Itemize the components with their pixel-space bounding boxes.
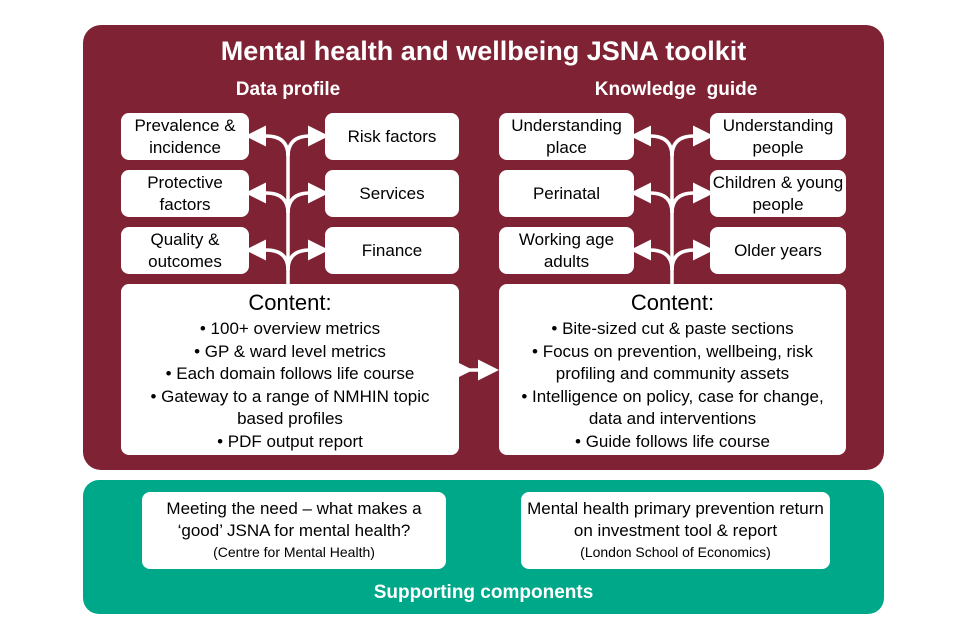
branch-arrow xyxy=(245,182,290,214)
branch-arrow xyxy=(245,239,290,271)
branch-arrow xyxy=(286,239,329,271)
box-working-age: Working age adults xyxy=(499,227,634,274)
supporting-item-text: Mental health primary prevention return … xyxy=(527,499,824,540)
box-understanding-people: Understanding people xyxy=(710,113,846,160)
content-title: Content: xyxy=(630,290,715,315)
supporting-item-text: Meeting the need – what makes a ‘good’ J… xyxy=(166,499,422,540)
box-understanding-place: Understanding place xyxy=(499,113,634,160)
branch-arrow xyxy=(630,239,674,271)
supporting-item-source: (London School of Economics) xyxy=(580,544,771,560)
box-perinatal: Perinatal xyxy=(499,170,634,217)
content-item: • GP & ward level metrics xyxy=(194,341,386,361)
box-risk-factors: Risk factors xyxy=(325,113,459,160)
content-item: • Guide follows life course xyxy=(575,431,770,451)
box-protective-factors: Protective factors xyxy=(121,170,249,217)
box-prevalence: Prevalence & incidence xyxy=(121,113,249,160)
diagram-title: Mental health and wellbeing JSNA toolkit xyxy=(220,36,747,66)
branch-arrow xyxy=(245,125,290,157)
content-item: • Gateway to a range of NMHIN topic base… xyxy=(150,386,430,429)
content-item: • PDF output report xyxy=(217,431,363,451)
box-quality-outcomes: Quality & outcomes xyxy=(121,227,249,274)
content-item: • 100+ overview metrics xyxy=(199,319,381,338)
content-title: Content: xyxy=(248,290,332,315)
content-item: • Intelligence on policy, case for chang… xyxy=(521,386,824,429)
knowledge-guide-heading: Knowledge guide xyxy=(594,79,758,100)
supporting-item-lse: Mental health primary prevention return … xyxy=(521,492,830,569)
data-profile-heading: Data profile xyxy=(235,79,341,100)
content-item: • Focus on prevention, wellbeing, risk p… xyxy=(532,341,813,384)
data-profile-content: Content: • 100+ overview metrics • GP & … xyxy=(121,284,459,455)
supporting-item-centre-mental-health: Meeting the need – what makes a ‘good’ J… xyxy=(142,492,446,569)
box-services: Services xyxy=(325,170,459,217)
branch-arrow xyxy=(670,182,714,214)
box-children-young-people: Children & young people xyxy=(710,170,846,217)
branch-arrow xyxy=(670,125,714,157)
content-item: • Each domain follows life course xyxy=(165,364,415,383)
supporting-components-label: Supporting components xyxy=(373,582,594,603)
branch-arrow xyxy=(286,125,329,157)
supporting-item-source: (Centre for Mental Health) xyxy=(213,544,375,560)
box-finance: Finance xyxy=(325,227,459,274)
branch-arrow xyxy=(670,239,714,271)
branch-arrow xyxy=(286,182,329,214)
branch-arrow xyxy=(630,182,674,214)
box-older-years: Older years xyxy=(710,227,846,274)
content-item: • Bite-sized cut & paste sections xyxy=(551,319,794,338)
knowledge-guide-content: Content: • Bite-sized cut & paste sectio… xyxy=(499,284,846,455)
branch-arrow xyxy=(630,125,674,157)
